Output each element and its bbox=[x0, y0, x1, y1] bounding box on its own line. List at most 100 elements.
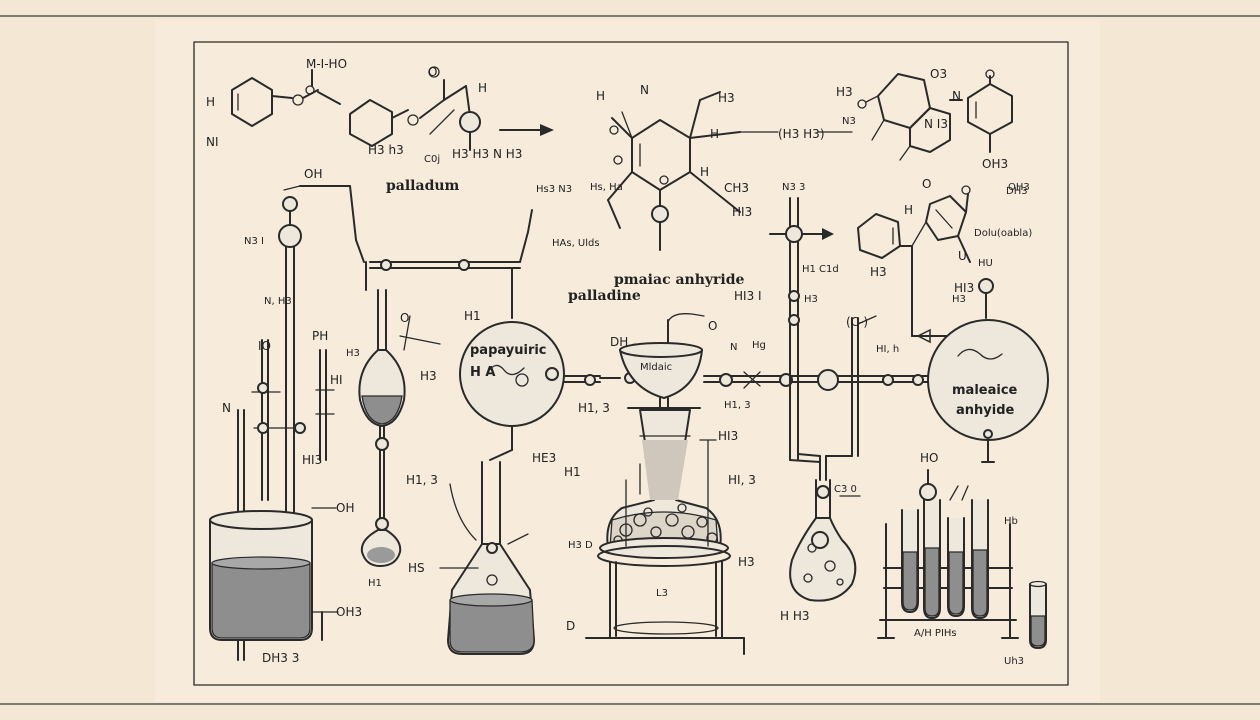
formula-f43: HI bbox=[330, 373, 343, 387]
label-maleic-anhydride-top: pmaiac anhyride bbox=[614, 272, 745, 288]
formula-f45: H3 bbox=[420, 369, 437, 383]
side-column-left bbox=[315, 349, 335, 461]
formula-f64: OH bbox=[336, 501, 354, 515]
formula-f26: HAs, Ulds bbox=[552, 238, 600, 249]
label-left-sphere-sub: H A bbox=[470, 365, 495, 380]
formula-f48: O bbox=[708, 319, 717, 333]
formula-f15: O3 bbox=[930, 67, 947, 81]
formula-f70: D bbox=[566, 619, 575, 633]
formula-f35: H3 bbox=[870, 265, 887, 279]
formula-f63: C3 0 bbox=[834, 484, 857, 495]
formula-f14: H3 bbox=[836, 85, 853, 99]
label-palladine: palladine bbox=[568, 288, 641, 304]
right-pear-flask bbox=[789, 479, 861, 602]
round-flask-left bbox=[459, 267, 636, 461]
label-right-sphere-line1: maleaice bbox=[952, 383, 1018, 398]
formula-f3: NI bbox=[206, 135, 219, 149]
formula-f33: Dolu(oabla) bbox=[974, 228, 1032, 239]
formula-f60: H1 bbox=[564, 465, 581, 479]
test-tube-4 bbox=[971, 499, 989, 619]
formula-f13: (H3 H3) bbox=[778, 127, 825, 141]
formula-f37: HU bbox=[978, 258, 993, 269]
left-stand bbox=[278, 185, 365, 519]
formula-f27: OH3 bbox=[1008, 182, 1030, 193]
formula-f65: HS bbox=[408, 561, 425, 575]
formula-f19: OH3 bbox=[982, 157, 1008, 171]
bottom-flask bbox=[439, 461, 535, 655]
separatory-funnel bbox=[358, 209, 533, 567]
cyclohexene-right bbox=[857, 185, 971, 344]
formula-f56: H1, 3 bbox=[724, 400, 751, 411]
beaker-left bbox=[209, 507, 339, 641]
right-column bbox=[769, 197, 877, 481]
formula-f69: H3 D bbox=[568, 540, 593, 551]
formula-f61: H1, 3 bbox=[406, 473, 438, 487]
formula-f57: H1, 3 bbox=[578, 401, 610, 415]
formula-f71: L3 bbox=[656, 588, 668, 599]
formula-f16: N bbox=[952, 89, 961, 103]
formula-f46: O bbox=[400, 311, 409, 325]
formula-f11: H3 bbox=[718, 91, 735, 105]
formula-f12: H bbox=[710, 127, 719, 141]
formula-f39: PH bbox=[312, 329, 328, 343]
formula-f20: OH bbox=[304, 167, 322, 181]
formula-f21: N3 I bbox=[244, 236, 264, 247]
formula-f1: M-I-HO bbox=[306, 57, 347, 71]
center-funnel bbox=[619, 313, 705, 413]
formula-f73: OH3 bbox=[336, 605, 362, 619]
formula-f54: H3 bbox=[952, 294, 966, 305]
formula-f10: N bbox=[640, 83, 649, 97]
formula-f24: CH3 bbox=[724, 181, 749, 195]
formula-f59: HE3 bbox=[532, 451, 556, 465]
formula-f23: Hs, Ha bbox=[590, 182, 623, 193]
molecule-top-left bbox=[231, 69, 341, 127]
formula-f79: Uh3 bbox=[1004, 656, 1024, 667]
center-ring-stand bbox=[585, 439, 745, 655]
label-funnel: Mldaic bbox=[640, 362, 672, 373]
labels-main: palladum palladine pmaiac anhyride papay… bbox=[386, 178, 1018, 418]
formula-f22: Hs3 N3 bbox=[536, 184, 572, 195]
formula-f5: H bbox=[478, 81, 487, 95]
formula-f74: HI3 bbox=[302, 453, 322, 467]
molecule-top-center bbox=[607, 91, 741, 251]
formula-f72: DH3 3 bbox=[262, 651, 299, 665]
label-left-sphere: papayuiric bbox=[470, 343, 547, 358]
formula-f8: H3 H3 N H3 bbox=[452, 147, 522, 161]
test-tube-rack bbox=[877, 469, 1019, 639]
labels-formulas: M-I-HO H NI O H H3 h3 C0j H3 H3 N H3 H N… bbox=[206, 57, 1032, 667]
formula-f76: H3 bbox=[738, 555, 755, 569]
test-tube-standalone bbox=[1029, 580, 1047, 649]
formula-f17: N3 bbox=[842, 116, 856, 127]
molecule-top-ring-2 bbox=[349, 66, 481, 151]
formula-f78: A/H PIHs bbox=[914, 628, 957, 639]
label-right-sphere-line2: anhyide bbox=[956, 403, 1015, 418]
formula-f25: HI3 bbox=[732, 205, 752, 219]
formula-f41: H3 bbox=[346, 348, 360, 359]
formula-f36: HI3 bbox=[954, 281, 974, 295]
formula-f31: H bbox=[904, 203, 913, 217]
formula-f75: Hb bbox=[1004, 516, 1018, 527]
formula-f38: N, H3 bbox=[264, 296, 292, 307]
formula-f62: HI3 bbox=[718, 429, 738, 443]
formula-f52: HI3 I bbox=[734, 289, 762, 303]
formula-f40: IO bbox=[258, 339, 271, 353]
formula-f30: DH3 bbox=[1006, 186, 1028, 197]
test-tube-2 bbox=[923, 499, 941, 619]
test-tube-3 bbox=[947, 517, 965, 617]
round-flask-right bbox=[927, 278, 1049, 463]
formula-f34: U bbox=[958, 249, 967, 263]
label-palladium: palladum bbox=[386, 178, 460, 194]
formula-f28: H bbox=[700, 165, 709, 179]
formula-f2: H bbox=[206, 95, 215, 109]
formula-f9: H bbox=[596, 89, 605, 103]
formula-f7: C0j bbox=[424, 154, 440, 165]
formula-f58: N bbox=[730, 342, 737, 353]
molecule-top-right bbox=[857, 69, 1013, 161]
diagram-border bbox=[193, 41, 1069, 686]
formula-f50: Hg bbox=[752, 340, 766, 351]
formula-f6: H3 h3 bbox=[368, 143, 404, 157]
formula-f49: H1 C1d bbox=[802, 264, 839, 275]
formula-f32: O bbox=[922, 177, 931, 191]
